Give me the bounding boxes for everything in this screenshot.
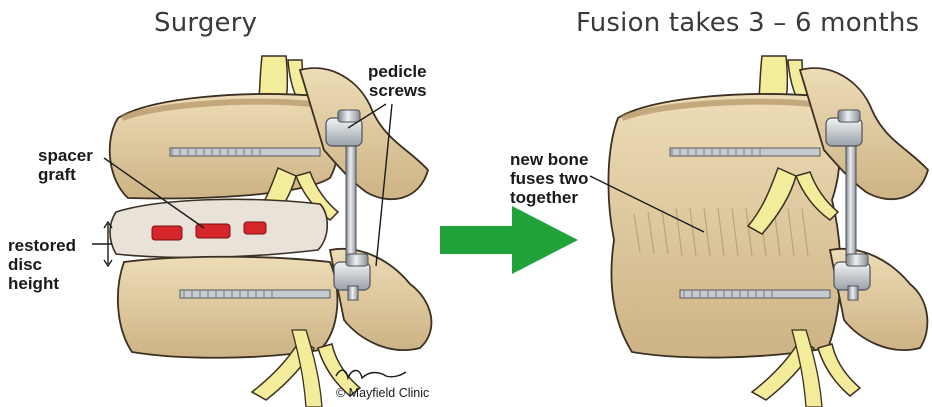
spacer-label-line2: graft (38, 165, 93, 184)
new-bone-label-line3: together (510, 188, 588, 207)
pedicle-label-line1: pedicle (368, 62, 427, 81)
surgery-title: Surgery (154, 8, 257, 38)
spacer-graft-label: spacer graft (38, 146, 93, 184)
fusion-title: Fusion takes 3 – 6 months (576, 8, 919, 38)
right-spine-illustration (608, 56, 928, 407)
lower-screw-shaft (180, 290, 330, 298)
restored-label-line2: disc (8, 255, 76, 274)
pedicle-screws-label: pedicle screws (368, 62, 427, 100)
new-bone-label: new bone fuses two together (510, 150, 588, 207)
restored-disc-height-label: restored disc height (8, 236, 76, 293)
left-spine-illustration (110, 56, 432, 407)
restored-label-line3: height (8, 274, 76, 293)
pedicle-label-line2: screws (368, 81, 427, 100)
new-bone-label-line1: new bone (510, 150, 588, 169)
new-bone-label-line2: fuses two (510, 169, 588, 188)
upper-screw-shaft (170, 148, 320, 156)
restored-label-line1: restored (8, 236, 76, 255)
copyright-credit: © Mayfield Clinic (336, 386, 429, 400)
progression-arrow (440, 206, 578, 274)
fused-vertebral-block (608, 94, 840, 358)
spacer-label-line1: spacer (38, 146, 93, 165)
